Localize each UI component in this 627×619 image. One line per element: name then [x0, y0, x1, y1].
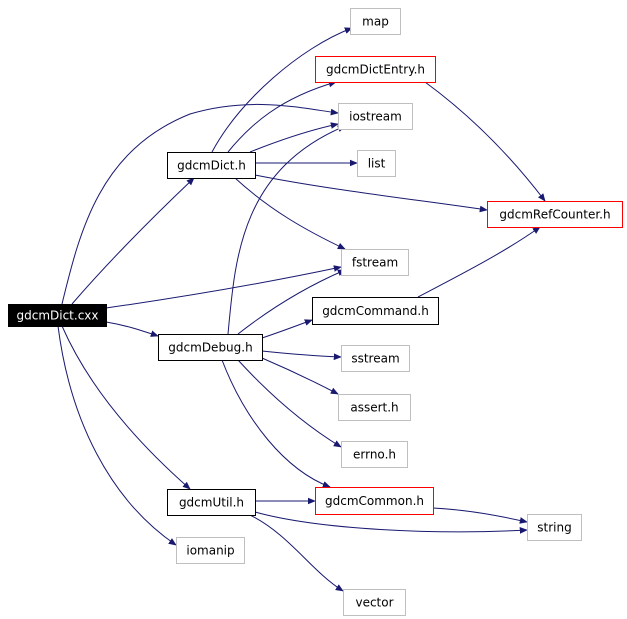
edge-gdcmcommand-h-to-gdcmrefcounter-h	[417, 226, 541, 298]
edge-gdcmutil-h-to-string	[254, 511, 528, 534]
node-label: gdcmDict.cxx	[16, 309, 98, 323]
node-box	[8, 304, 107, 327]
node-fstream[interactable]: fstream	[341, 249, 409, 276]
node-label: fstream	[352, 256, 398, 270]
edge-gdcmdict-h-to-fstream	[234, 177, 346, 250]
node-label: list	[368, 157, 386, 171]
edge-gdcmdict-cxx-to-gdcmdict-h	[71, 177, 195, 305]
edge-gdcmdict-h-to-gdcmrefcounter-h	[254, 174, 488, 213]
node-label: iomanip	[186, 544, 234, 558]
node-gdcmdict-cxx[interactable]: gdcmDict.cxx	[8, 304, 107, 327]
node-box	[341, 249, 409, 276]
node-gdcmcommon-h[interactable]: gdcmCommon.h	[315, 487, 434, 515]
node-sstream[interactable]: sstream	[341, 345, 410, 372]
node-iomanip[interactable]: iomanip	[176, 537, 245, 564]
node-box	[315, 56, 436, 83]
edge-gdcmdict-cxx-to-gdcmutil-h	[61, 325, 191, 490]
node-string[interactable]: string	[527, 514, 582, 541]
node-gdcmcommand-h[interactable]: gdcmCommand.h	[312, 297, 439, 325]
node-label: sstream	[351, 352, 399, 366]
node-box	[341, 345, 410, 372]
node-iostream[interactable]: iostream	[338, 103, 413, 130]
node-gdcmutil-h[interactable]: gdcmUtil.h	[167, 489, 256, 516]
node-box	[341, 441, 408, 468]
edge-gdcmdebug-h-to-fstream	[237, 269, 346, 335]
node-label: gdcmRefCounter.h	[499, 208, 610, 222]
node-box	[167, 152, 256, 179]
node-label: gdcmCommand.h	[322, 304, 429, 318]
edge-gdcmdebug-h-to-sstream	[261, 350, 342, 361]
node-box	[167, 489, 256, 516]
node-assert-h[interactable]: assert.h	[338, 394, 411, 421]
node-label: gdcmDebug.h	[168, 341, 252, 355]
node-label: gdcmUtil.h	[179, 496, 244, 510]
node-box	[158, 334, 263, 361]
edge-gdcmdebug-h-to-gdcmcommon-h	[221, 359, 331, 488]
node-label: gdcmDict.h	[177, 159, 246, 173]
edge-gdcmdebug-h-to-errno-h	[237, 359, 342, 448]
node-label: map	[362, 15, 389, 29]
node-box	[357, 150, 396, 177]
node-label: vector	[355, 596, 393, 610]
node-errno-h[interactable]: errno.h	[341, 441, 408, 468]
edge-gdcmdict-cxx-to-fstream	[105, 265, 342, 309]
node-label: gdcmDictEntry.h	[326, 63, 425, 77]
node-box	[343, 589, 406, 616]
node-box	[350, 8, 401, 35]
node-box	[315, 487, 434, 515]
edge-gdcmcommon-h-to-string	[432, 507, 528, 524]
node-gdcmdebug-h[interactable]: gdcmDebug.h	[158, 334, 263, 361]
node-map[interactable]: map	[350, 8, 401, 35]
node-box	[487, 201, 623, 228]
edge-gdcmdict-h-to-map	[211, 27, 353, 153]
edge-gdcmdict-cxx-to-gdcmdebug-h	[105, 321, 159, 337]
edge-gdcmdict-h-to-gdcmdictentry-h	[227, 80, 337, 153]
edge-gdcmdebug-h-to-gdcmcommand-h	[261, 319, 313, 339]
node-gdcmdictentry-h[interactable]: gdcmDictEntry.h	[315, 56, 436, 83]
edge-gdcmdict-cxx-to-iomanip	[57, 325, 177, 546]
edge-gdcmdebug-h-to-iostream	[227, 125, 346, 335]
node-label: gdcmCommon.h	[325, 494, 424, 508]
node-gdcmdict-h[interactable]: gdcmDict.h	[167, 152, 256, 179]
node-box	[176, 537, 245, 564]
node-list[interactable]: list	[357, 150, 396, 177]
edge-gdcmdebug-h-to-assert-h	[261, 357, 339, 395]
edge-gdcmdict-cxx-to-iostream	[61, 103, 339, 305]
edge-gdcmdictentry-h-to-gdcmrefcounter-h	[424, 81, 546, 202]
node-box	[338, 103, 413, 130]
node-vector[interactable]: vector	[343, 589, 406, 616]
node-label: assert.h	[350, 401, 398, 415]
node-gdcmrefcounter-h[interactable]: gdcmRefCounter.h	[487, 201, 623, 228]
node-box	[527, 514, 582, 541]
node-box	[312, 297, 439, 325]
node-label: iostream	[349, 110, 402, 124]
edge-gdcmdict-h-to-iostream	[249, 122, 339, 153]
node-label: errno.h	[353, 448, 396, 462]
edges-layer	[57, 27, 546, 592]
node-label: string	[537, 521, 571, 535]
nodes-layer: gdcmDict.cxx gdcmDict.h gdcmDebug.h gdcmUti…	[8, 8, 623, 616]
node-box	[338, 394, 411, 421]
edge-gdcmutil-h-to-vector	[249, 514, 344, 592]
